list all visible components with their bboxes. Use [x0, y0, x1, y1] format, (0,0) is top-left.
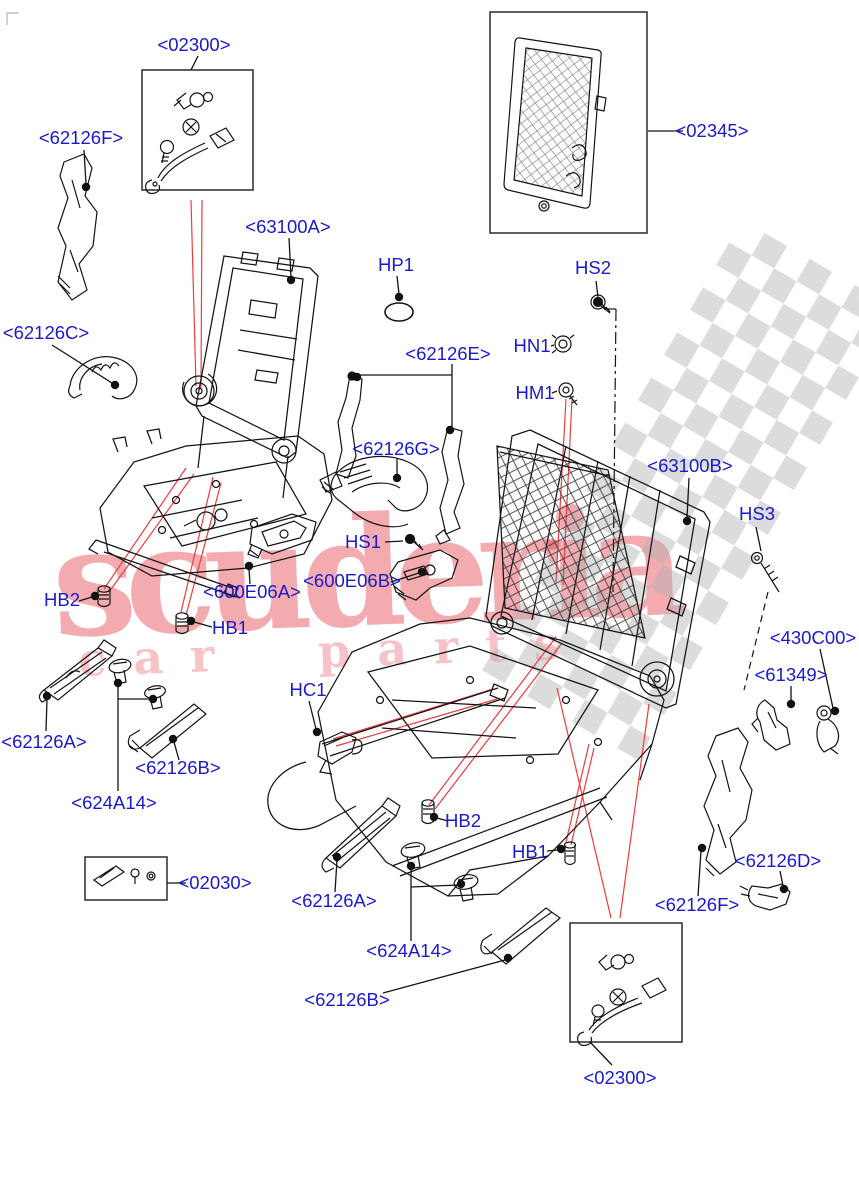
kit-boxes — [84, 11, 683, 1043]
latch-600E06A — [247, 513, 317, 559]
kit-box-02030 — [84, 856, 168, 901]
part-label-p62126C[interactable]: <62126C> — [2, 322, 90, 343]
left-seat-frame-63100A — [88, 251, 333, 599]
bracket-62126E — [319, 371, 465, 545]
part-label-p62126F-bot[interactable]: <62126F> — [654, 894, 740, 915]
part-label-p61349[interactable]: <61349> — [754, 664, 828, 685]
fixing-kit-02030 — [92, 865, 156, 887]
part-label-p62126A-bot[interactable]: <62126A> — [291, 890, 377, 911]
part-label-pHB1-left[interactable]: HB1 — [212, 617, 248, 638]
part-label-pHP1[interactable]: HP1 — [378, 254, 414, 275]
part-label-p62126A-left[interactable]: <62126A> — [1, 731, 87, 752]
headrest-grommet-HP1 — [384, 302, 414, 322]
part-label-pHB2-left[interactable]: HB2 — [44, 589, 80, 610]
part-label-p63100B[interactable]: <63100B> — [647, 455, 733, 476]
part-label-p02300-top[interactable]: <02300> — [157, 34, 231, 55]
part-label-p600E06A[interactable]: <600E06A> — [203, 581, 301, 602]
bolt-HB2-bottom — [421, 799, 435, 825]
part-label-p62126F-top[interactable]: <62126F> — [38, 127, 124, 148]
part-61349 — [751, 699, 791, 751]
kit-box-02300-bottom — [569, 922, 683, 1043]
part-label-pHB2-bot[interactable]: HB2 — [445, 810, 481, 831]
rail-62126A-left — [38, 639, 117, 703]
kit-box-02300-top — [141, 69, 254, 191]
part-label-p62126B-bot[interactable]: <62126B> — [304, 989, 390, 1010]
seat-back-panel-02345 — [503, 37, 607, 212]
part-label-p02345[interactable]: <02345> — [675, 120, 749, 141]
bracket-62126F-top — [57, 153, 98, 301]
leader-dots — [42, 182, 840, 963]
leader-lines — [45, 55, 834, 1066]
kit-box-02345 — [489, 11, 648, 234]
latch-HC1 — [317, 731, 363, 775]
part-label-p62126E[interactable]: <62126E> — [405, 343, 491, 364]
rail-62126A-bottom — [321, 797, 401, 873]
part-label-pHS2[interactable]: HS2 — [575, 257, 611, 278]
rail-62126B-left — [127, 703, 207, 759]
part-label-pHC1[interactable]: HC1 — [289, 679, 327, 700]
part-label-p62126G[interactable]: <62126G> — [352, 438, 440, 459]
part-label-p62126B-left[interactable]: <62126B> — [135, 757, 221, 778]
part-label-p63100A[interactable]: <63100A> — [245, 216, 331, 237]
part-label-p600E06B[interactable]: <600E06B> — [303, 570, 401, 591]
clamp-62126C — [68, 356, 138, 400]
corner-crop-mark — [6, 12, 19, 25]
part-label-pHS3[interactable]: HS3 — [739, 503, 775, 524]
cover-62126G — [330, 455, 429, 528]
bracket-62126F-bottom — [703, 727, 753, 877]
part-label-p430C00[interactable]: <430C00> — [769, 627, 857, 648]
latch-striker-kit-top — [145, 91, 235, 195]
rail-62126B-bottom — [480, 907, 561, 965]
part-label-pHM1[interactable]: HM1 — [515, 382, 555, 403]
screw-HS3 — [750, 551, 780, 593]
part-label-p624A14-left[interactable]: <624A14> — [71, 792, 157, 813]
part-label-pHB1-bot[interactable]: HB1 — [512, 841, 548, 862]
part-label-p02030[interactable]: <02030> — [178, 872, 252, 893]
latch-striker-kit-bottom — [577, 953, 667, 1047]
part-label-p02300-bot[interactable]: <02300> — [583, 1067, 657, 1088]
part-label-p62126D[interactable]: <62126D> — [734, 850, 822, 871]
right-seat-frame-63100B — [267, 429, 711, 897]
screw-HS1 — [404, 533, 424, 551]
part-label-p624A14-bot[interactable]: <624A14> — [366, 940, 452, 961]
nut-HN1 — [551, 334, 575, 354]
part-label-pHS1[interactable]: HS1 — [345, 531, 381, 552]
bolt-HM1 — [558, 382, 578, 406]
part-label-pHN1[interactable]: HN1 — [513, 335, 551, 356]
small-parts — [38, 37, 840, 1047]
bolt-HB1-bottom — [563, 841, 577, 866]
part-430C00 — [816, 705, 840, 755]
